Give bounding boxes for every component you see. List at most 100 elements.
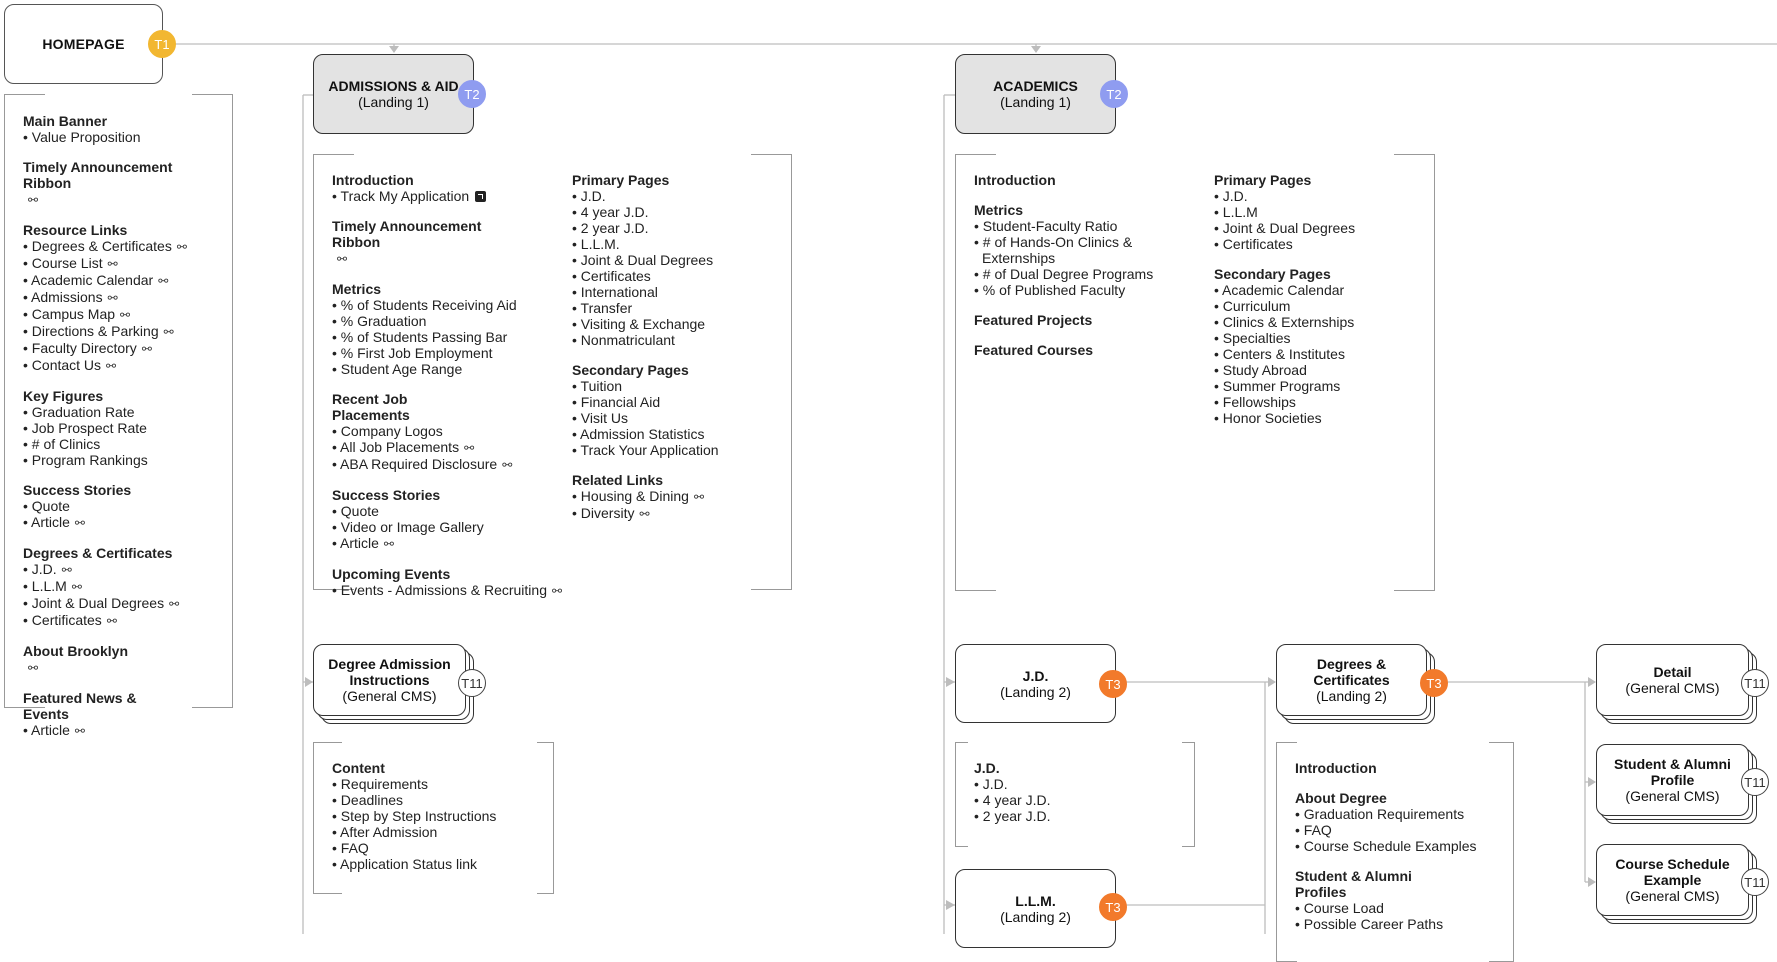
list-item: • Company Logos <box>332 423 566 439</box>
link-icon[interactable]: ⚯ <box>639 507 650 521</box>
section-timely-announcement-ribbon: Timely Announcement Ribbon⚯ <box>23 159 223 208</box>
link-icon[interactable]: ⚯ <box>693 490 705 504</box>
section-j-d: J.D.• J.D.• 4 year J.D.• 2 year J.D. <box>974 760 1185 824</box>
list-item-text: • # of Hands-On Clinics & <box>974 234 1133 250</box>
list-item: • 4 year J.D. <box>974 792 1185 808</box>
list-item: • Quote <box>332 503 566 519</box>
list-item-text: • Certificates <box>572 268 651 284</box>
llm-node[interactable]: L.L.M. (Landing 2) <box>955 869 1116 948</box>
section-related-links: Related Links• Housing & Dining⚯• Divers… <box>572 472 719 522</box>
link-icon[interactable]: ⚯ <box>61 563 72 577</box>
section-about-brooklyn: About Brooklyn ⚯ <box>23 643 223 676</box>
link-icon[interactable]: ⚯ <box>464 441 475 455</box>
section-heading: Degrees & Certificates <box>23 545 173 561</box>
list-item: • Faculty Directory⚯ <box>23 340 223 357</box>
student-alumni-profile-node[interactable]: Student & Alumni Profile (General CMS) <box>1596 744 1749 816</box>
list-item-text: • L.L.M <box>1214 204 1258 220</box>
link-icon[interactable]: ⚯ <box>337 252 348 266</box>
list-item: • % of Published Faculty <box>974 282 1153 298</box>
link-icon[interactable]: ⚯ <box>74 516 85 530</box>
link-icon[interactable]: ⚯ <box>551 584 563 598</box>
list-item: • Application Status link <box>332 856 544 872</box>
degrees-certificates-node[interactable]: Degrees & Certificates (Landing 2) <box>1276 644 1427 716</box>
list-item-text: • 2 year J.D. <box>572 220 649 236</box>
link-icon[interactable]: ⚯ <box>28 661 39 675</box>
section-heading: About Brooklyn <box>23 643 128 659</box>
academics-node[interactable]: ACADEMICS (Landing 1) <box>955 54 1116 134</box>
list-item: • ABA Required Disclosure ⚯ <box>332 456 566 473</box>
link-icon[interactable]: ⚯ <box>176 240 187 254</box>
admissions-aid-node[interactable]: ADMISSIONS & AID (Landing 1) <box>313 54 474 134</box>
link-icon[interactable]: ⚯ <box>107 257 118 271</box>
section-featured-news-events: Featured News & Events• Article⚯ <box>23 690 223 739</box>
list-item-text: • International <box>572 284 658 300</box>
list-item-text: • Joint & Dual Degrees <box>23 595 165 611</box>
list-item: • Requirements <box>332 776 544 792</box>
link-icon[interactable]: ⚯ <box>71 580 82 594</box>
list-item-text: • J.D. <box>23 561 57 577</box>
link-icon[interactable]: ⚯ <box>74 724 85 738</box>
llm-title: L.L.M. <box>1015 892 1056 909</box>
list-item: • % Graduation <box>332 313 566 329</box>
link-icon[interactable]: ⚯ <box>141 342 152 356</box>
list-item-text: • Requirements <box>332 776 428 792</box>
list-item-text: • Diversity <box>572 505 635 521</box>
list-item-text: • % Graduation <box>332 313 427 329</box>
detail-title: Detail <box>1653 664 1692 680</box>
link-icon[interactable]: ⚯ <box>106 359 117 373</box>
detail-node[interactable]: Detail (General CMS) <box>1596 644 1749 716</box>
jd-title: J.D. <box>1022 667 1049 684</box>
homepage-node[interactable]: HOMEPAGE <box>4 4 163 84</box>
degree-admission-content-panel: Content• Requirements• Deadlines• Step b… <box>313 742 554 894</box>
section-heading: Upcoming Events <box>332 566 451 582</box>
list-item-text: • Article <box>332 535 379 551</box>
section-key-figures: Key Figures• Graduation Rate• Job Prospe… <box>23 388 223 468</box>
link-icon[interactable]: ⚯ <box>107 291 118 305</box>
section-content: Content• Requirements• Deadlines• Step b… <box>332 760 544 872</box>
section-heading: J.D. <box>974 760 1000 776</box>
list-item-text: • % First Job Employment <box>332 345 493 361</box>
link-icon[interactable]: ⚯ <box>120 308 131 322</box>
list-item: • Track Your Application <box>572 442 719 458</box>
link-icon[interactable]: ⚯ <box>502 458 513 472</box>
section-heading: Introduction <box>974 172 1056 188</box>
list-item-text: • L.L.M. <box>572 236 620 252</box>
section-metrics: Metrics• % of Students Receiving Aid• % … <box>332 281 566 377</box>
list-item-text: • Curriculum <box>1214 298 1291 314</box>
list-item: • % of Students Passing Bar <box>332 329 566 345</box>
list-item-text: • % of Students Passing Bar <box>332 329 508 345</box>
link-icon[interactable]: ⚯ <box>383 537 394 551</box>
jd-node[interactable]: J.D. (Landing 2) <box>955 644 1116 723</box>
link-icon[interactable]: ⚯ <box>158 274 169 288</box>
link-icon[interactable]: ⚯ <box>169 597 180 611</box>
jd-content-panel: J.D.• J.D.• 4 year J.D.• 2 year J.D. <box>955 742 1195 847</box>
link-icon[interactable]: ⚯ <box>106 614 117 628</box>
degree-admission-node[interactable]: Degree Admission Instructions (General C… <box>313 644 466 716</box>
t11-badge: T11 <box>1741 768 1769 796</box>
list-item: • Degrees & Certificates⚯ <box>23 238 223 255</box>
section-main-banner: Main Banner• Value Proposition <box>23 113 223 145</box>
list-item-text: • Transfer <box>572 300 633 316</box>
link-icon[interactable]: ⚯ <box>163 325 174 339</box>
bracket-right <box>1182 742 1195 847</box>
list-item-text: • Job Prospect Rate <box>23 420 147 436</box>
list-item: • Quote <box>23 498 223 514</box>
list-item-text: • Certificates <box>23 612 102 628</box>
list-item: • L.L.M. <box>572 236 719 252</box>
section-featured-courses: Featured Courses <box>974 342 1153 358</box>
list-item-text: • Deadlines <box>332 792 404 808</box>
external-link-icon[interactable] <box>475 191 487 202</box>
list-item: • Admission Statistics <box>572 426 719 442</box>
list-item: • # of Hands-On Clinics & <box>974 234 1153 250</box>
course-schedule-example-node[interactable]: Course Schedule Example (General CMS) <box>1596 844 1749 916</box>
t11-badge: T11 <box>1741 868 1769 896</box>
list-item-text: • ABA Required Disclosure <box>332 456 498 472</box>
link-icon[interactable]: ⚯ <box>28 193 39 207</box>
list-item: • Certificates <box>572 268 719 284</box>
section-secondary-pages: Secondary Pages• Tuition• Financial Aid•… <box>572 362 719 458</box>
list-item-text: • 2 year J.D. <box>974 808 1051 824</box>
list-item-text: • Tuition <box>572 378 623 394</box>
